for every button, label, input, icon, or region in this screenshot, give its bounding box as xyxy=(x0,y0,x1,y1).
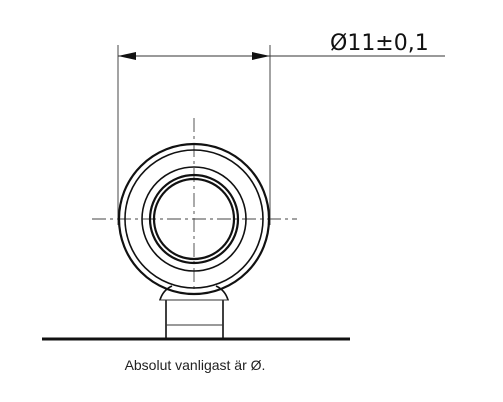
stem xyxy=(159,285,229,338)
inner-bore xyxy=(152,177,236,261)
arrowhead-left xyxy=(118,52,136,60)
outer-ring xyxy=(117,142,271,296)
inner-bore-outer xyxy=(148,173,240,265)
arrowhead-right xyxy=(252,52,270,60)
middle-ring xyxy=(141,166,247,272)
caption: Absolut vanligast är Ø. xyxy=(124,357,266,373)
outer-ring-inner-edge xyxy=(124,149,264,289)
dimension-label: Ø11±0,1 xyxy=(330,31,429,56)
